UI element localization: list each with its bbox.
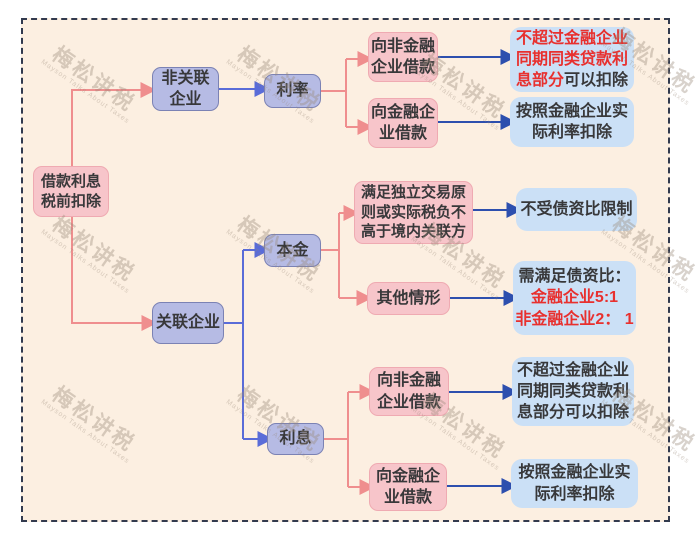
node-borrow-from-financial-top: 向金融企 业借款 (368, 98, 438, 148)
result-bottom-fin-actual-rate: 按照金融企业实 际利率扣除 (511, 459, 638, 508)
node-interest: 利息 (267, 423, 324, 455)
node-principal: 本金 (264, 234, 321, 267)
node-borrow-from-financial-bottom: 向金融企 业借款 (369, 463, 447, 511)
node-other-cases: 其他情形 (367, 282, 450, 315)
result-top-fin-actual-rate: 按照金融企业实 际利率扣除 (510, 97, 634, 147)
node-non-related-enterprise: 非关联 企业 (152, 67, 219, 111)
result-debt-equity-ratio: 需满足债资比： 金融企业5:1 非金融企业2： 1 (513, 261, 636, 335)
node-borrow-from-non-financial-bottom: 向非金融 企业借款 (369, 367, 449, 416)
node-arms-length-condition: 满足独立交易原 则或实际税负不 高于境内关联方 (354, 181, 473, 244)
result-bottom-nonfin-deduction-limit: 不超过金融企业 同期同类贷款利 息部分可以扣除 (512, 357, 634, 426)
result-top-nonfin-deduction-limit: 不超过金融企业 同期同类贷款利 息部分可以扣除 (510, 27, 634, 92)
node-related-enterprise: 关联企业 (152, 302, 224, 344)
node-interest-rate: 利率 (264, 74, 321, 108)
node-root-loan-interest-pretax-deduction: 借款利息 税前扣除 (33, 166, 109, 217)
node-borrow-from-non-financial-top: 向非金融 企业借款 (368, 32, 438, 82)
result-no-debt-equity-limit: 不受债资比限制 (516, 188, 637, 231)
